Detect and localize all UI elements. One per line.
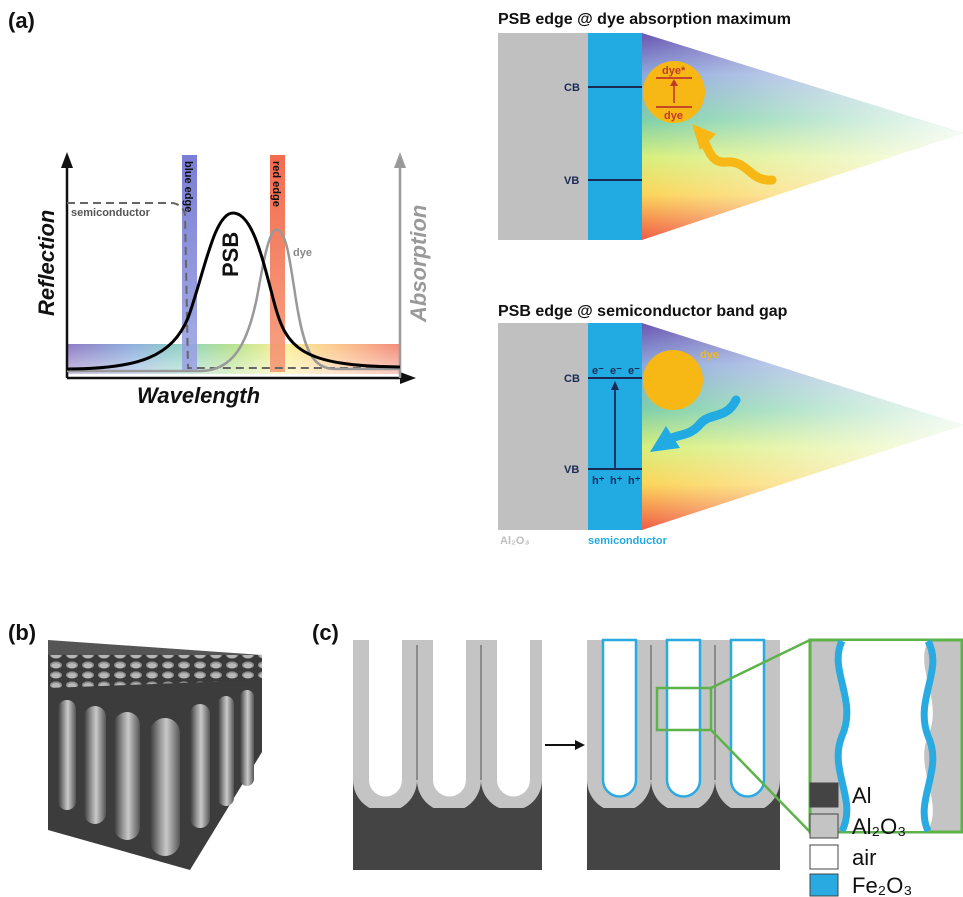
red-edge-bar — [270, 155, 285, 372]
semiconductor-label: semiconductor — [71, 207, 151, 219]
psb-label: PSB — [218, 232, 243, 277]
dye-ground-label: dye — [664, 110, 683, 122]
panel-label-c: (c) — [312, 620, 339, 645]
legend-label-air: air — [852, 845, 876, 870]
hole-2: h⁺ — [610, 475, 623, 487]
hole-3: h⁺ — [628, 475, 641, 487]
alumina-block-top — [498, 33, 588, 240]
red-edge-label: red edge — [270, 161, 282, 207]
photon-arrow-bottom — [667, 395, 741, 443]
blue-edge-bar — [182, 155, 197, 372]
x-axis-title: Wavelength — [137, 383, 260, 408]
porous-top-surface — [48, 655, 262, 690]
scheme-band-gap: PSB edge @ semiconductor band gap CB VB … — [498, 303, 963, 547]
cb-label-top: CB — [564, 82, 580, 94]
semiconductor-label: semiconductor — [588, 535, 668, 547]
panel-label-a: (a) — [8, 8, 35, 33]
electron-1: e⁻ — [592, 365, 604, 377]
legend-swatch-al2o3 — [809, 813, 839, 839]
dye-excited-label: dye* — [662, 65, 686, 77]
dye-absorption-curve — [67, 228, 400, 373]
vb-label-bottom: VB — [564, 464, 579, 476]
porous-structure-render — [48, 640, 262, 870]
dye-label-bottom: dye — [700, 349, 719, 361]
alumina-label: Al₂O₃ — [500, 535, 530, 547]
legend-swatch-al — [809, 782, 839, 808]
legend-swatch-fe2o3 — [809, 873, 839, 897]
panel-label-b: (b) — [8, 620, 36, 645]
electron-3: e⁻ — [628, 365, 640, 377]
zoom-region-box — [655, 686, 713, 732]
spectrum-plot: semiconductor blue edge red edge PSB dye… — [34, 152, 431, 408]
y-axis-title-absorption: Absorption — [406, 205, 431, 323]
scheme-top-title: PSB edge @ dye absorption maximum — [498, 11, 791, 28]
y-axis-title-reflection: Reflection — [34, 210, 59, 316]
legend: Al Al₂O₃ air Fe₂O₃ — [809, 782, 912, 897]
psb-reflection-curve — [66, 211, 401, 371]
cross-section-after — [587, 638, 811, 870]
alumina-block-bottom — [498, 323, 588, 530]
photon-arrow-top — [697, 133, 777, 185]
cb-label-bottom: CB — [564, 373, 580, 385]
semiconductor-block-top — [588, 33, 642, 240]
scheme-bottom-title: PSB edge @ semiconductor band gap — [498, 303, 788, 320]
vb-label-top: VB — [564, 175, 579, 187]
electron-2: e⁻ — [610, 365, 622, 377]
dye-curve-label: dye — [293, 247, 312, 259]
cross-section-before — [353, 640, 542, 870]
scheme-dye-absorption: PSB edge @ dye absorption maximum CB VB … — [498, 11, 963, 240]
legend-label-al2o3: Al₂O₃ — [852, 814, 906, 839]
legend-label-al: Al — [852, 783, 872, 808]
dye-molecule-bottom — [643, 350, 703, 410]
blue-edge-label: blue edge — [182, 161, 194, 212]
hole-1: h⁺ — [592, 475, 605, 487]
semiconductor-reflection-curve — [67, 202, 400, 369]
legend-label-fe2o3: Fe₂O₃ — [852, 873, 912, 897]
legend-swatch-air — [809, 844, 839, 870]
